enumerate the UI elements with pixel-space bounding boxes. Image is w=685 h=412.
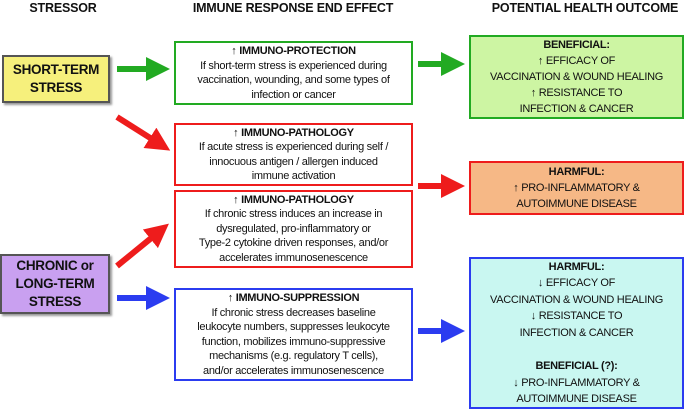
header-stressor: STRESSOR bbox=[29, 1, 97, 15]
title: ↑ IMMUNO-PATHOLOGY bbox=[233, 126, 354, 139]
outcome-beneficial: BENEFICIAL: ↑ EFFICACY OF VACCINATION & … bbox=[469, 35, 684, 119]
stressor-short-term: SHORT-TERM STRESS bbox=[2, 55, 110, 103]
text: dysregulated, pro-inflammatory or bbox=[216, 222, 371, 235]
effect-immuno-pathology-acute: ↑ IMMUNO-PATHOLOGY If acute stress is ex… bbox=[174, 123, 413, 186]
title: HARMFUL: bbox=[548, 260, 605, 273]
text: If chronic stress induces an increase in bbox=[204, 208, 383, 221]
title: ↑ IMMUNO-PATHOLOGY bbox=[233, 193, 354, 206]
label: SHORT-TERM bbox=[12, 62, 100, 77]
title: HARMFUL: bbox=[548, 166, 605, 178]
text: If short-term stress is experienced duri… bbox=[200, 59, 387, 72]
label: STRESS bbox=[29, 80, 83, 95]
title: ↑ IMMUNO-PROTECTION bbox=[231, 45, 356, 57]
label: STRESS bbox=[28, 294, 82, 309]
text: AUTOIMMUNE DISEASE bbox=[516, 393, 637, 405]
text: If acute stress is experienced during se… bbox=[198, 141, 389, 153]
stressor-chronic: CHRONIC or LONG-TERM STRESS bbox=[0, 254, 110, 314]
outcome-harmful-suppression: HARMFUL: ↓ EFFICACY OF VACCINATION & WOU… bbox=[469, 257, 684, 409]
title: ↑ IMMUNO-SUPPRESSION bbox=[227, 292, 360, 304]
effect-immuno-protection: ↑ IMMUNO-PROTECTION If short-term stress… bbox=[174, 41, 413, 105]
text: INFECTION & CANCER bbox=[519, 326, 634, 339]
arrow-chronic-to-pathology bbox=[115, 223, 169, 269]
text: vaccination, wounding, and some types of bbox=[197, 74, 390, 86]
outcome-harmful-inflammatory: HARMFUL: ↑ PRO-INFLAMMATORY & AUTOIMMUNE… bbox=[469, 161, 684, 215]
text: leukocyte numbers, suppresses leukocyte bbox=[197, 321, 390, 333]
text: function, mobilizes immuno-suppressive bbox=[201, 335, 386, 348]
header-outcome: POTENTIAL HEALTH OUTCOME bbox=[491, 1, 679, 15]
text: mechanisms (e.g. regulatory T cells), bbox=[209, 350, 378, 362]
text: and/or accelerates immunosenescence bbox=[203, 364, 384, 377]
text: ↓ EFFICACY OF bbox=[537, 277, 616, 289]
title-beneficial: BENEFICIAL (?): bbox=[535, 360, 618, 372]
label: CHRONIC or bbox=[16, 258, 94, 273]
text: ↑ PRO-INFLAMMATORY & bbox=[513, 182, 640, 194]
arrow-short-to-pathology bbox=[115, 114, 171, 151]
text: If chronic stress decreases baseline bbox=[211, 306, 376, 319]
text: infection or cancer bbox=[251, 88, 336, 101]
text: innocuous antigen / allergen induced bbox=[209, 155, 378, 168]
text: AUTOIMMUNE DISEASE bbox=[516, 198, 637, 210]
text: ↑ RESISTANCE TO bbox=[530, 87, 623, 99]
text: INFECTION & CANCER bbox=[519, 103, 634, 115]
text: ↓ PRO-INFLAMMATORY & bbox=[513, 376, 640, 389]
header-effect: IMMUNE RESPONSE END EFFECT bbox=[192, 1, 394, 15]
text: VACCINATION & WOUND HEALING bbox=[489, 71, 663, 83]
text: Type-2 cytokine driven responses, and/or bbox=[198, 237, 389, 250]
text: accelerates immunosenescence bbox=[219, 251, 368, 264]
label: LONG-TERM bbox=[15, 276, 95, 291]
text: ↓ RESISTANCE TO bbox=[530, 310, 623, 322]
text: immune activation bbox=[251, 170, 336, 182]
text: ↑ EFFICACY OF bbox=[537, 55, 616, 67]
effect-immuno-suppression: ↑ IMMUNO-SUPPRESSION If chronic stress d… bbox=[174, 288, 413, 381]
effect-immuno-pathology-chronic: ↑ IMMUNO-PATHOLOGY If chronic stress ind… bbox=[174, 190, 413, 268]
text: VACCINATION & WOUND HEALING bbox=[489, 293, 663, 306]
title: BENEFICIAL: bbox=[543, 39, 610, 51]
